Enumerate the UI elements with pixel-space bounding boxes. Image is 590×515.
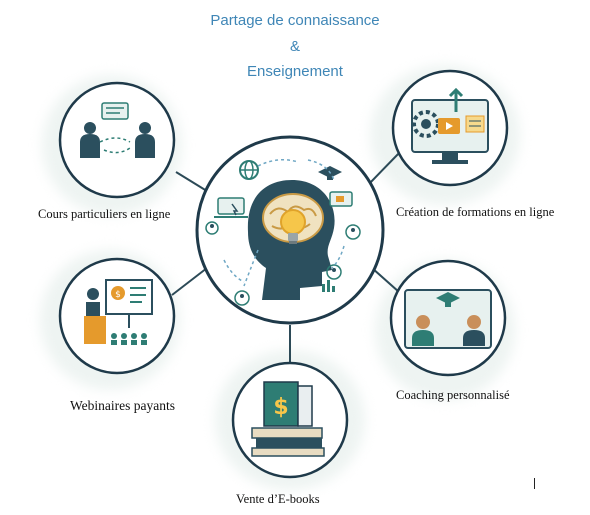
connector-creation (367, 149, 403, 186)
title-line-3: Enseignement (247, 63, 343, 80)
label-coaching: Coaching personnalisé (396, 388, 510, 402)
user-small-icon (326, 264, 342, 280)
node-ebooks: $ (231, 361, 349, 479)
user-small-icon (234, 290, 250, 306)
lightbulb-icon (280, 209, 306, 244)
label-ebooks: Vente d’E-books (236, 492, 320, 506)
presenter-board-icon: $ (84, 279, 153, 345)
monitor-gear-video-icon (411, 87, 489, 164)
text-cursor (534, 478, 535, 489)
label-creation-formations: Création de formations en ligne (396, 205, 555, 219)
presentation-icon (329, 191, 353, 207)
label-webinaires: Webinaires payants (70, 398, 176, 413)
label-cours-particuliers: Cours particuliers en ligne (38, 207, 171, 221)
person-icon (205, 221, 219, 235)
svg-text:$: $ (273, 395, 288, 420)
people-network-icon (345, 224, 361, 240)
title-line-2: & (289, 38, 300, 55)
video-call-graduation-icon (404, 289, 492, 349)
chart-icon (322, 280, 335, 292)
node-ring (58, 81, 176, 199)
node-creation (391, 69, 509, 187)
node-webinaires: $ (58, 257, 176, 375)
node-cours (58, 81, 176, 199)
connector-webinaires (171, 267, 208, 296)
two-people-chat-icon (80, 102, 155, 158)
title-line-1: Partage de connaissance (210, 12, 380, 29)
svg-text:$: $ (115, 290, 121, 300)
flow-arrows (223, 159, 345, 287)
globe-icon (239, 160, 259, 180)
books-dollar-icon: $ (251, 381, 325, 457)
node-coaching (389, 259, 507, 377)
node-ring (58, 257, 176, 375)
center-node (195, 135, 385, 325)
laptop-icon (214, 197, 248, 218)
